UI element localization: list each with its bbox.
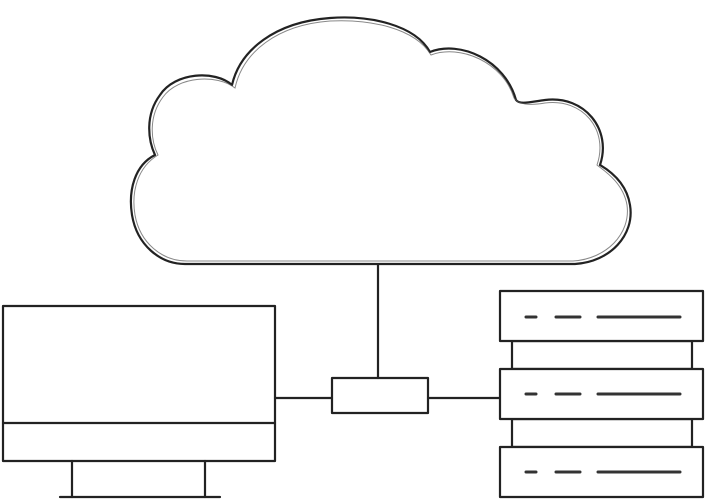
cloud-icon	[129, 16, 632, 266]
server-unit	[498, 289, 705, 343]
server-unit	[498, 367, 705, 421]
network-switch-icon	[330, 376, 430, 415]
server-rack-icon	[498, 289, 705, 499]
server-unit	[498, 445, 705, 499]
monitor-icon	[1, 304, 277, 499]
